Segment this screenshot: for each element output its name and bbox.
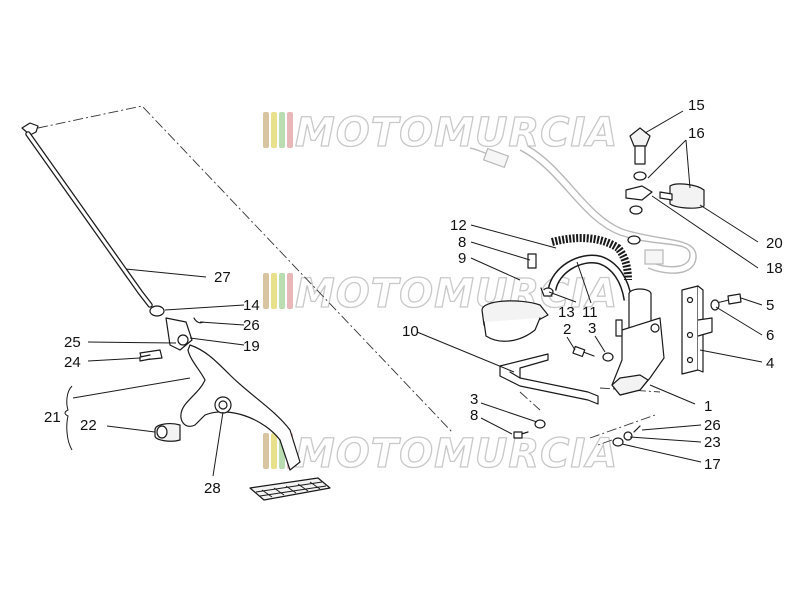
pedal-pad-grid bbox=[255, 481, 327, 498]
watermark-stripe bbox=[263, 273, 269, 309]
fasteners bbox=[139, 293, 742, 447]
watermark-stripe bbox=[271, 112, 277, 148]
callout-26: 26 bbox=[243, 317, 260, 334]
mounting-bracket bbox=[481, 300, 599, 405]
callout-20: 20 bbox=[766, 235, 783, 252]
watermark-top: MOTOMURCIA bbox=[263, 109, 618, 157]
callout-3: 3 bbox=[588, 320, 596, 337]
brake-pedal-assembly bbox=[139, 305, 331, 501]
callout-8: 8 bbox=[458, 234, 466, 251]
callout-24: 24 bbox=[64, 354, 81, 371]
callout-5: 5 bbox=[766, 297, 774, 314]
callout-16: 16 bbox=[688, 125, 705, 142]
watermark-text: MOTOMURCIA bbox=[295, 271, 618, 317]
callout-10: 10 bbox=[402, 323, 419, 340]
watermark-stripe bbox=[263, 112, 269, 148]
watermark-text: MOTOMURCIA bbox=[295, 431, 618, 477]
watermark-stripes bbox=[263, 273, 293, 309]
callout-18: 18 bbox=[766, 260, 783, 277]
callout-14: 14 bbox=[243, 297, 260, 314]
callout-3: 3 bbox=[470, 391, 478, 408]
leader-lines bbox=[64, 110, 763, 477]
callout-19: 19 bbox=[243, 338, 260, 355]
watermark-text: MOTOMURCIA bbox=[295, 110, 618, 156]
watermark-middle: MOTOMURCIA bbox=[263, 270, 618, 318]
callout-15: 15 bbox=[688, 97, 705, 114]
callout-21: 21 bbox=[44, 409, 61, 426]
callout-9: 9 bbox=[458, 250, 466, 267]
assembly-centerlines bbox=[37, 105, 661, 446]
callout-28: 28 bbox=[204, 480, 221, 497]
callout-26: 26 bbox=[704, 417, 721, 434]
watermark-bottom: MOTOMURCIA bbox=[263, 430, 618, 478]
callout-1: 1 bbox=[704, 398, 712, 415]
push-rod bbox=[21, 122, 153, 308]
master-cylinder bbox=[611, 288, 665, 396]
callout-23: 23 bbox=[704, 434, 721, 451]
callout-27: 27 bbox=[214, 269, 231, 286]
callout-8: 8 bbox=[470, 407, 478, 424]
brake-light-switch bbox=[625, 127, 705, 245]
reservoir-hoses bbox=[527, 234, 633, 301]
callout-2: 2 bbox=[563, 321, 571, 338]
watermark-stripes bbox=[263, 112, 293, 148]
callout-12: 12 bbox=[450, 217, 467, 234]
watermark-stripe bbox=[279, 112, 285, 148]
callout-labels: 15 16 20 18 12 8 9 13 11 5 6 4 10 2 3 1 … bbox=[44, 97, 783, 497]
watermark-stripe bbox=[279, 273, 285, 309]
callout-4: 4 bbox=[766, 355, 774, 372]
watermark-stripe bbox=[287, 273, 293, 309]
watermark-stripe bbox=[271, 273, 277, 309]
callout-25: 25 bbox=[64, 334, 81, 351]
watermark-stripe bbox=[287, 112, 293, 148]
background-hoses bbox=[469, 145, 697, 274]
watermark-stripe bbox=[271, 433, 277, 469]
callout-17: 17 bbox=[704, 456, 721, 473]
callout-11: 11 bbox=[582, 304, 598, 321]
callout-22: 22 bbox=[80, 417, 97, 434]
side-bracket bbox=[681, 285, 713, 375]
callout-13: 13 bbox=[558, 304, 575, 321]
callout-6: 6 bbox=[766, 327, 774, 344]
watermark-stripe bbox=[263, 433, 269, 469]
